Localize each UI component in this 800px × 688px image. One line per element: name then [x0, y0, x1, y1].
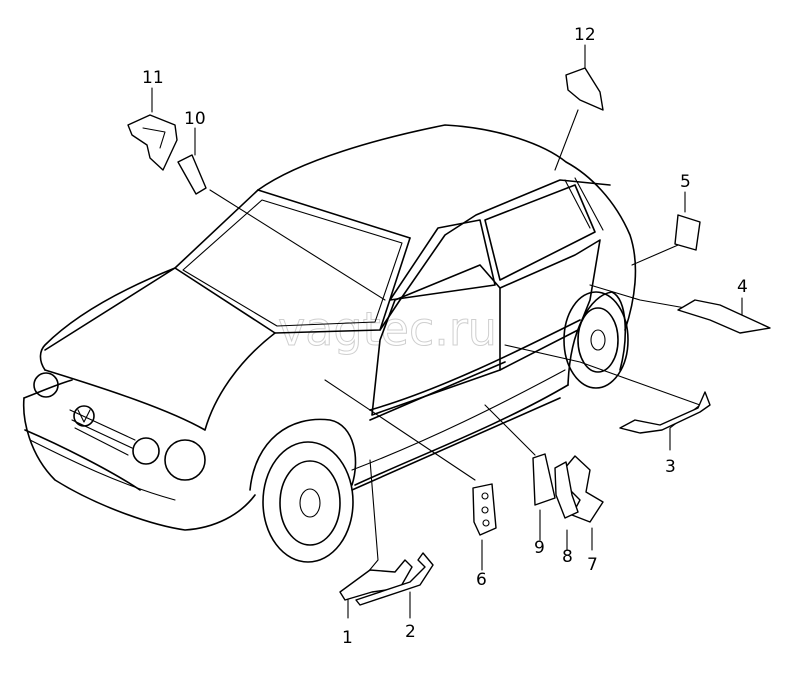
fog-light [132, 437, 160, 465]
part-6 [472, 483, 497, 536]
front-window [389, 219, 496, 301]
left-headlight [33, 372, 59, 398]
callout-7: 7 [587, 555, 598, 575]
rear-wheel-arch [567, 291, 627, 386]
part-7 [564, 455, 604, 523]
callout-10: 10 [184, 109, 206, 129]
right-headlight [164, 439, 206, 481]
callout-3: 3 [665, 457, 676, 477]
rear-wheel [563, 291, 629, 389]
rear-door [499, 239, 601, 371]
part-1 [339, 559, 413, 601]
part-8 [554, 461, 579, 519]
part-10 [177, 154, 207, 195]
callout-2: 2 [405, 622, 416, 642]
front-wheel [262, 441, 354, 563]
part-4 [677, 299, 771, 334]
part-9 [532, 453, 556, 506]
callout-6: 6 [476, 570, 487, 590]
part-2 [355, 552, 434, 606]
rear-window [484, 184, 596, 281]
watermark: vagtec.ru [278, 302, 497, 356]
side-sill [351, 361, 561, 491]
front-bumper [22, 397, 256, 531]
part-12 [565, 67, 604, 111]
roof-front-edge [257, 189, 411, 239]
hood [39, 267, 176, 371]
grille [69, 409, 136, 456]
callout-labels: 1 2 3 4 5 6 7 8 9 10 11 12 [142, 25, 748, 648]
callout-1: 1 [342, 628, 353, 648]
part-3 [619, 391, 711, 434]
part-5 [674, 214, 701, 251]
callout-12: 12 [574, 25, 596, 45]
side-body [379, 179, 611, 331]
callout-11: 11 [142, 68, 164, 88]
front-wheel-arch [249, 418, 357, 491]
callout-8: 8 [562, 547, 573, 567]
callout-4: 4 [737, 277, 748, 297]
callout-5: 5 [680, 172, 691, 192]
brand-logo [73, 405, 95, 427]
car-illustration [22, 124, 637, 563]
callout-9: 9 [534, 538, 545, 558]
car-roof [257, 124, 637, 331]
part-11 [127, 114, 178, 171]
